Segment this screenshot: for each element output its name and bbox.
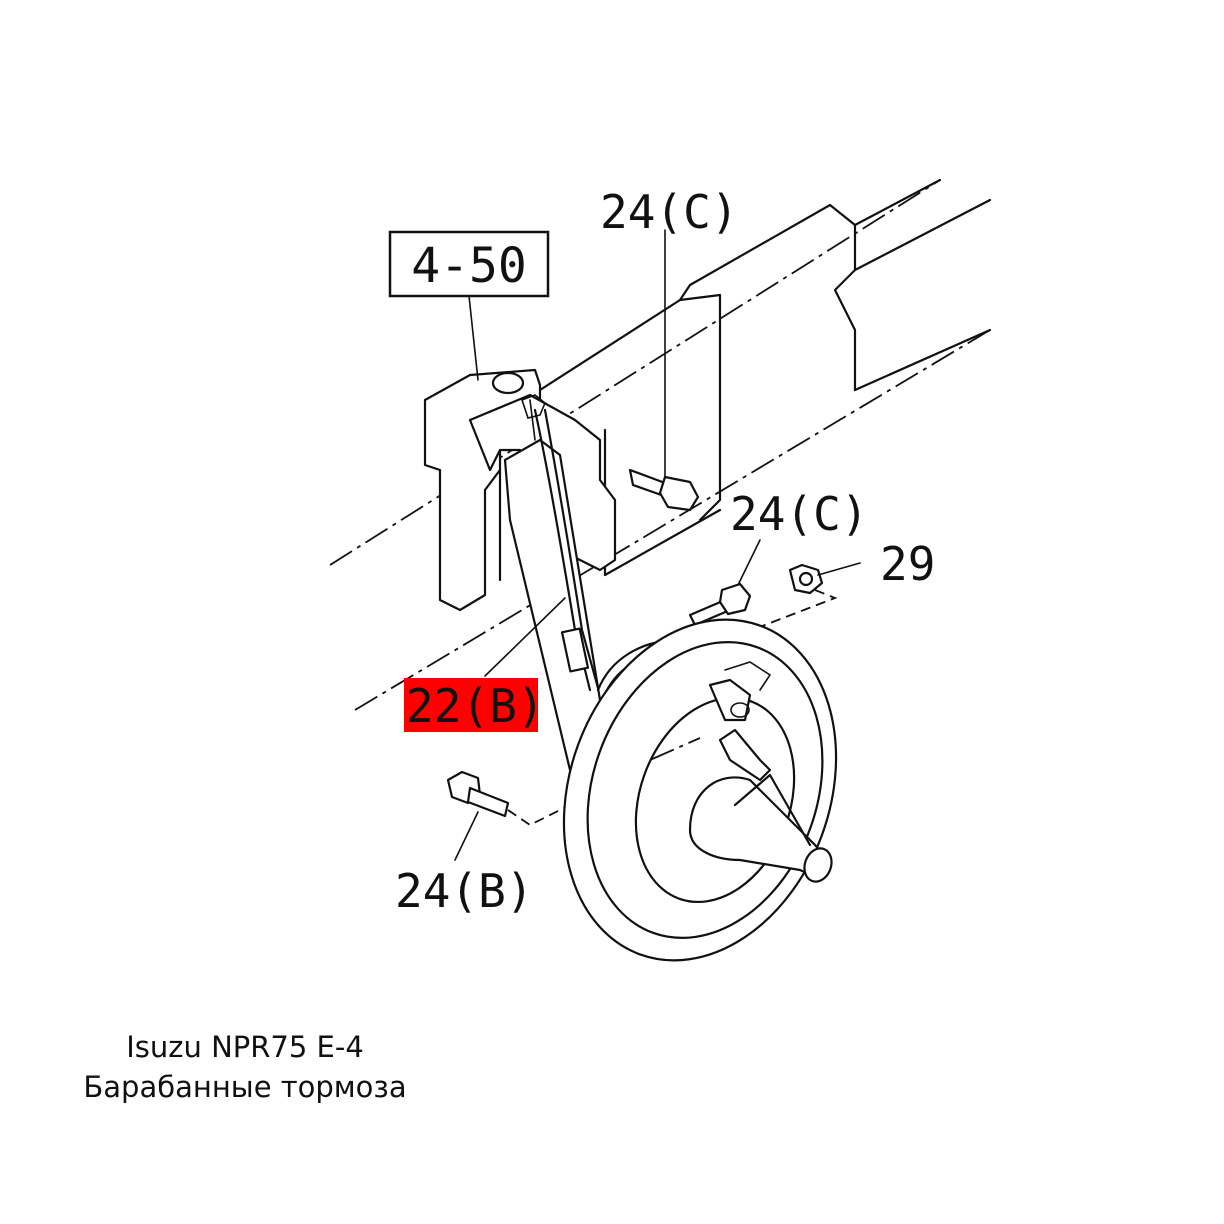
reference-box-label: 4-50 — [411, 238, 527, 294]
callout-bolt-bottom: 24(B) — [395, 864, 533, 918]
frame-rail — [329, 178, 992, 711]
caption-model: Isuzu NPR75 E-4 — [126, 1030, 364, 1064]
reference-box: 4-50 — [388, 230, 550, 381]
hose-bracket — [423, 368, 617, 612]
caption-subtitle: Барабанные тормоза — [83, 1070, 407, 1104]
callout-bolt-middle: 24(C) — [730, 487, 868, 541]
brake-drum — [562, 618, 838, 962]
hose-leader — [484, 597, 566, 677]
callout-nut: 29 — [880, 537, 935, 591]
highlight-box — [404, 678, 538, 732]
callout-hose-highlight: 22(B) — [406, 679, 544, 733]
callout-bolt-top: 24(C) — [600, 185, 738, 239]
bolt-middle — [688, 539, 761, 627]
bolt-top — [628, 229, 700, 512]
